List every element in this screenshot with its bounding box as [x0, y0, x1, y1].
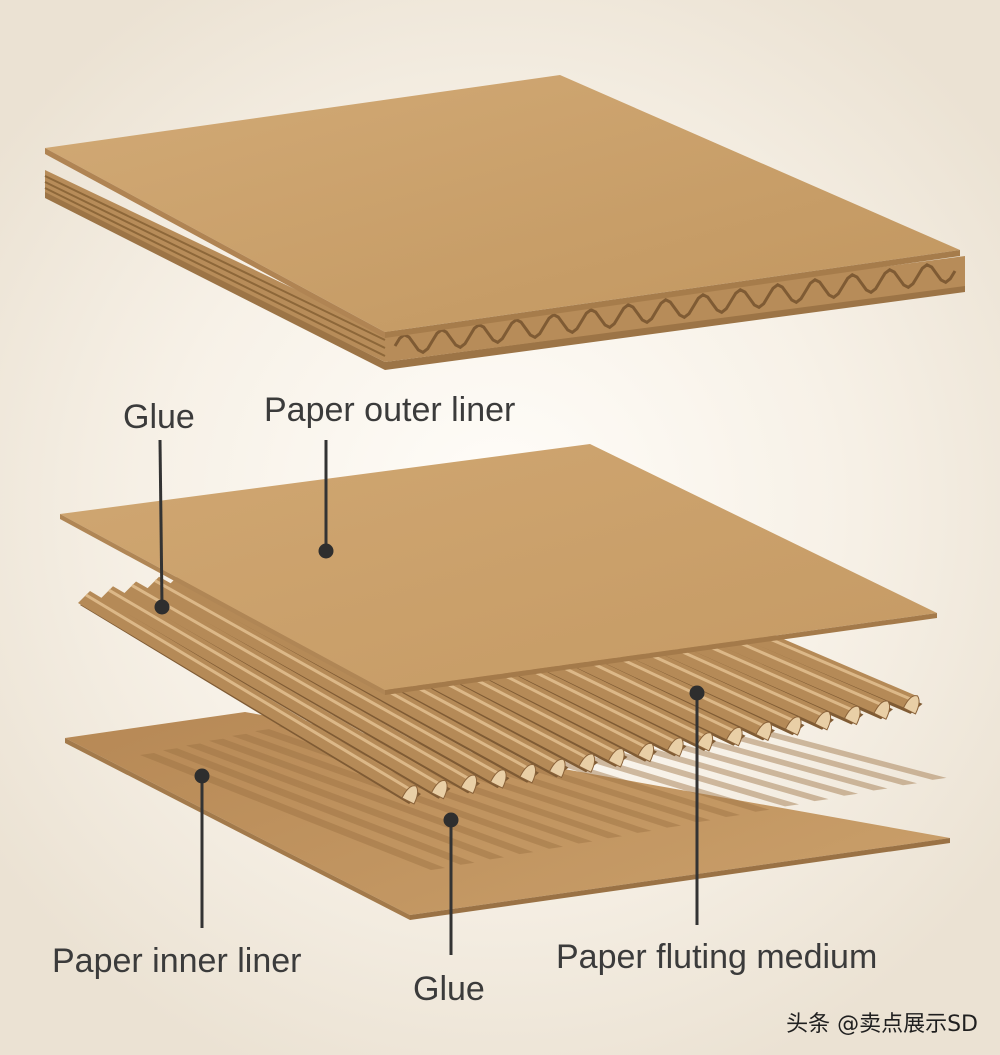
flute-end-cap: [430, 779, 448, 800]
label-glue-top: Glue: [123, 398, 195, 436]
flute-end-cap: [578, 753, 596, 773]
flute-end-cap: [902, 695, 920, 715]
flute-end-cap: [607, 748, 625, 768]
flute-end-cap: [519, 764, 537, 784]
assembled-corrugated-board: [44, 75, 965, 370]
flute-end-cap: [401, 785, 419, 805]
flute-end-cap: [489, 769, 507, 789]
flute-highlight: [154, 579, 501, 776]
leader-lines: [158, 439, 699, 955]
flute-shadow: [140, 753, 445, 870]
flute-ridge-face: [124, 581, 475, 788]
label-fluting-medium: Paper fluting medium: [556, 938, 878, 976]
outer-liner-sheet: [60, 444, 937, 695]
dot-glue-top: [154, 599, 170, 615]
dot-fluting: [689, 685, 705, 701]
watermark-text: 头条 @卖点展示SD: [786, 1012, 978, 1037]
label-inner-liner: Paper inner liner: [52, 942, 302, 980]
label-glue-bottom: Glue: [413, 970, 485, 1008]
flute-ridge-face: [78, 591, 415, 798]
assembled-top-liner-left-edge: [45, 148, 385, 338]
flute-highlight: [85, 593, 412, 792]
flute-end-cap: [460, 774, 478, 795]
assembled-top-liner-edge: [385, 250, 960, 338]
assembled-top-liner: [45, 75, 960, 332]
flute-ridge-face: [147, 576, 504, 783]
flute-end-cap: [725, 726, 743, 747]
inner-liner-sheet: [65, 712, 950, 920]
flute-end-cap: [755, 721, 773, 742]
flute-ridge-face: [101, 586, 445, 793]
dot-inner-liner: [194, 768, 210, 784]
dot-glue-bottom: [443, 812, 459, 828]
flute-shadow: [301, 719, 652, 833]
flute-shadow: [186, 743, 504, 860]
label-outer-liner: Paper outer liner: [264, 391, 516, 429]
flute-end-cap: [666, 737, 684, 757]
flute-end-cap: [637, 742, 655, 763]
assembled-flute-band: [45, 170, 965, 362]
flute-end-cap: [548, 758, 566, 779]
dot-outer-liner: [318, 543, 334, 559]
flute-end-cap: [873, 700, 891, 720]
leader-glue-top: [158, 439, 164, 607]
flute-end-cap: [814, 711, 832, 731]
flute-end-cap: [784, 716, 802, 736]
flute-end-cap: [696, 732, 714, 752]
flute-end-cap: [843, 705, 861, 726]
assembled-front-flute-wave: [393, 263, 957, 355]
assembled-left-side-stripes: [44, 175, 386, 357]
leader-dots: [154, 543, 705, 828]
flute-highlight: [131, 584, 471, 781]
flute-shadow: [163, 748, 475, 865]
flute-highlight: [108, 588, 442, 786]
